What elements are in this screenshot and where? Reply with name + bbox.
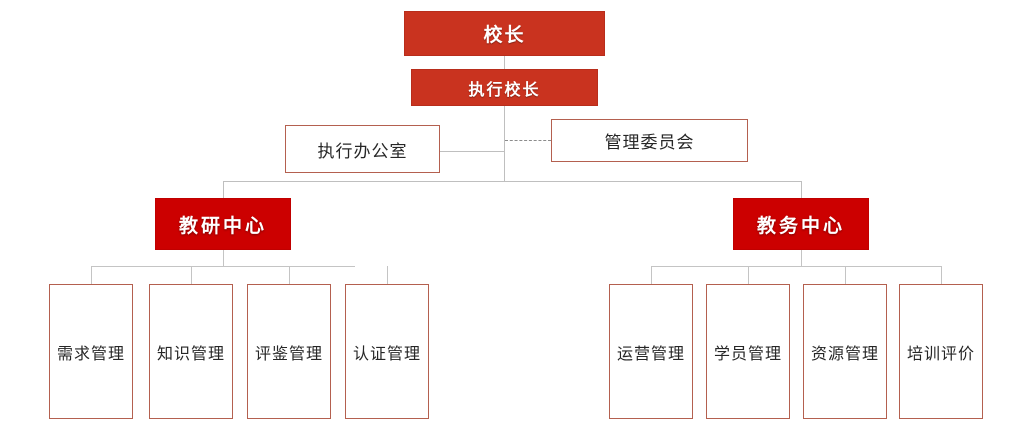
- connector-centers-bus: [223, 181, 801, 182]
- connector-right-unit-drop-2: [748, 266, 749, 284]
- node-principal[interactable]: 校长: [404, 11, 605, 56]
- node-certification-management[interactable]: 认证管理: [345, 284, 429, 419]
- connector-academic-center-drop: [801, 250, 802, 266]
- node-knowledge-management[interactable]: 知识管理: [149, 284, 233, 419]
- node-student-management-label: 学员管理: [713, 345, 782, 363]
- node-principal-label: 校长: [483, 25, 526, 46]
- node-operations-management[interactable]: 运营管理: [609, 284, 693, 419]
- connector-exec-trunk: [504, 105, 505, 181]
- node-evaluation-management[interactable]: 评鉴管理: [247, 284, 331, 419]
- connector-trunk-to-committee: [505, 140, 551, 141]
- node-certification-management-label: 认证管理: [352, 345, 421, 363]
- node-executive-office-label: 执行办公室: [317, 141, 408, 161]
- node-research-center[interactable]: 教研中心: [155, 198, 291, 250]
- node-resource-management[interactable]: 资源管理: [803, 284, 887, 419]
- connector-left-units-bus: [91, 266, 355, 267]
- node-training-evaluation-label: 培训评价: [906, 345, 975, 363]
- node-research-center-label: 教研中心: [178, 215, 267, 237]
- connector-right-unit-drop-3: [845, 266, 846, 284]
- connector-left-unit-drop-2: [191, 266, 192, 284]
- node-executive-principal[interactable]: 执行校长: [411, 69, 598, 106]
- node-resource-management-label: 资源管理: [810, 345, 879, 363]
- node-executive-principal-label: 执行校长: [468, 81, 541, 99]
- connector-research-center-drop: [223, 250, 224, 266]
- node-student-management[interactable]: 学员管理: [706, 284, 790, 419]
- connector-office-to-trunk: [440, 151, 504, 152]
- connector-right-unit-drop-4: [941, 266, 942, 284]
- connector-right-unit-drop-1: [651, 266, 652, 284]
- node-training-evaluation[interactable]: 培训评价: [899, 284, 983, 419]
- connector-left-unit-drop-1: [91, 266, 92, 284]
- node-evaluation-management-label: 评鉴管理: [254, 345, 323, 363]
- node-knowledge-management-label: 知识管理: [156, 345, 225, 363]
- node-executive-office[interactable]: 执行办公室: [285, 125, 440, 173]
- node-demand-management[interactable]: 需求管理: [49, 284, 133, 419]
- node-management-committee-label: 管理委员会: [604, 133, 695, 152]
- connector-bus-to-academic-center: [801, 181, 802, 198]
- node-academic-center[interactable]: 教务中心: [733, 198, 869, 250]
- node-academic-center-label: 教务中心: [756, 215, 845, 237]
- node-operations-management-label: 运营管理: [616, 345, 685, 363]
- connector-left-unit-drop-4: [387, 266, 388, 284]
- node-demand-management-label: 需求管理: [56, 345, 125, 363]
- connector-bus-to-research-center: [223, 181, 224, 198]
- node-management-committee[interactable]: 管理委员会: [551, 119, 748, 162]
- connector-left-unit-drop-3: [289, 266, 290, 284]
- connector-principal-to-exec: [504, 55, 505, 69]
- connector-right-units-bus: [651, 266, 941, 267]
